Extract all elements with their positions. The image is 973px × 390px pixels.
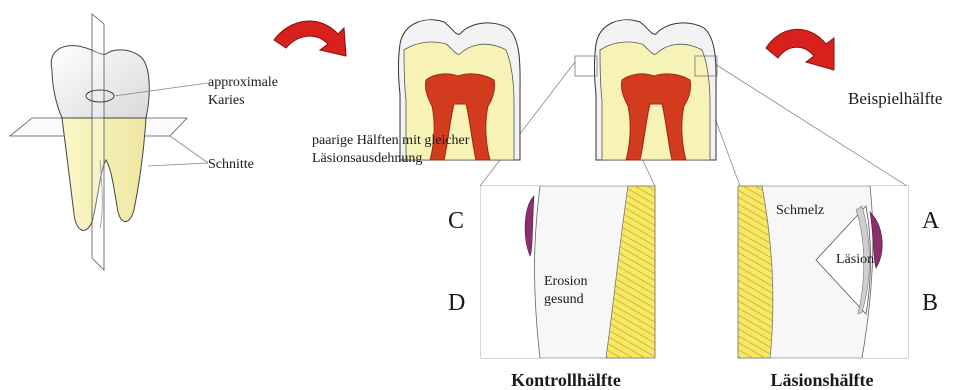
enamel-label: Schmelz	[776, 203, 824, 218]
approximal-caries-label-1: approximale	[208, 75, 278, 90]
rotation-arrow-left-icon	[274, 21, 346, 56]
letter-b: B	[922, 290, 938, 316]
control-half-panel	[481, 186, 655, 358]
half-tooth-right	[575, 20, 717, 160]
letter-d: D	[448, 290, 465, 316]
rotation-arrow-right-icon	[766, 29, 834, 70]
healthy-label: gesund	[544, 292, 584, 307]
pair-label-1: paarige Hälften mit gleicher	[312, 133, 470, 148]
lesion-half-caption: Läsionshälfte	[770, 370, 873, 390]
pair-label-2: Läsionsausdehnung	[312, 151, 422, 166]
vertical-cut-plane	[92, 14, 104, 270]
erosion-label: Erosion	[544, 274, 588, 289]
cuts-label: Schnitte	[208, 157, 254, 172]
approximal-caries-label-2: Karies	[208, 93, 245, 108]
example-half-label: Beispielhälfte	[848, 89, 942, 108]
letter-c: C	[448, 208, 464, 234]
zoom-box-left	[575, 56, 597, 76]
letter-a: A	[922, 208, 940, 234]
control-half-caption: Kontrollhälfte	[511, 370, 621, 390]
whole-tooth	[10, 14, 187, 270]
lesion-label: Läsion	[836, 252, 874, 267]
